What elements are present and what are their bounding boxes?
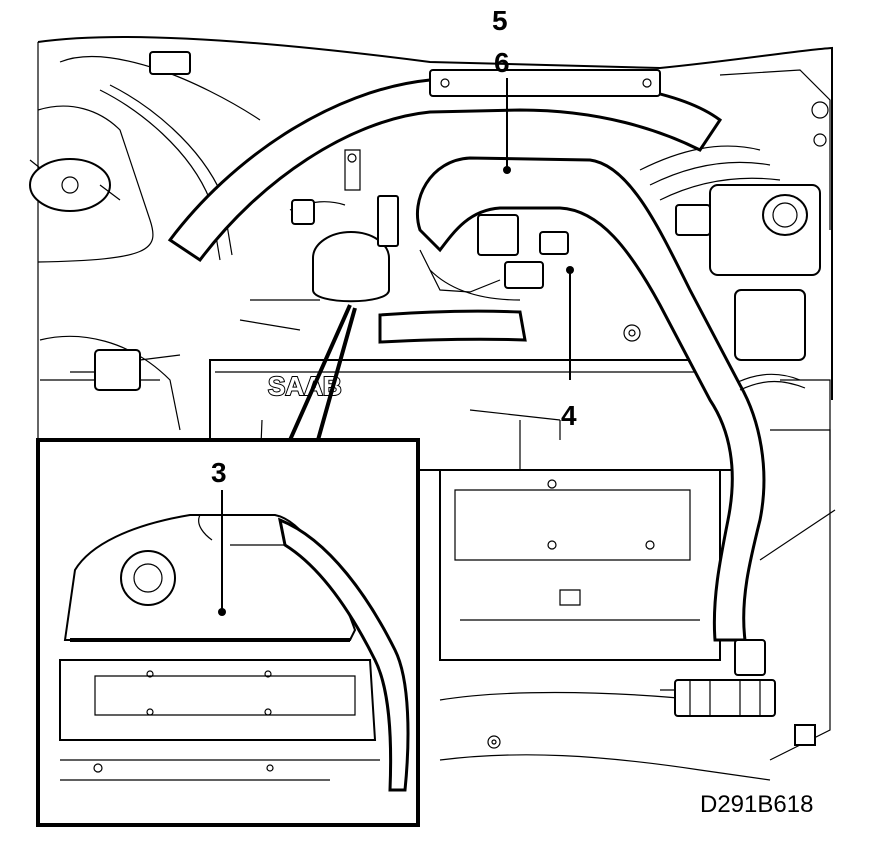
engine-bay-outline [29,35,836,761]
detail-inset [36,304,420,827]
callout-4: 4 [561,400,577,431]
strut-tower-left [29,158,111,212]
brake-reservoir [709,184,821,276]
callout-6: 6 [494,47,510,78]
figure-id: D291B618 [700,791,813,818]
charge-air-hose [415,156,806,717]
hose-coupling [674,679,776,717]
leaders [218,78,574,616]
upper-hose-bracket [167,76,723,263]
callout-3: 3 [211,457,227,488]
callout-5: 5 [492,5,508,36]
components-center [239,149,641,344]
